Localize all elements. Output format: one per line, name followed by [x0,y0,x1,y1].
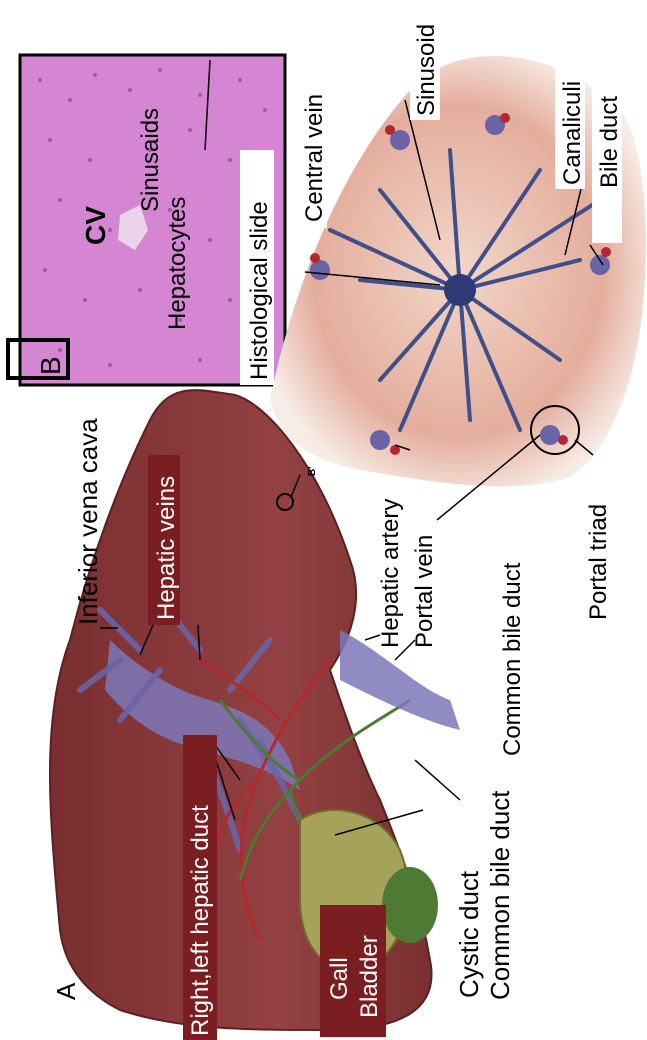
gall-bladder-label-line2: Bladder [356,935,383,1018]
central-vein-circle [444,274,476,306]
sinusoid-label: Sinusoid [413,24,440,116]
panel-a-label: A [51,982,81,1000]
bile-duct-label: Bile duct [596,96,623,188]
hepatocytes-label: Hepatocytes [164,197,191,330]
cystic-duct-label: Cystic duct [454,870,484,998]
inferior-vena-cava-label: Inferior vena cava [73,418,103,625]
gall-bladder-label-line1: Gall [326,957,353,1000]
central-vein-label: Central vein [301,94,328,222]
common-bile-duct-label-a: Common bile duct [485,790,515,1000]
liver-illustration [50,390,460,1030]
right-left-hepatic-duct-label: Right,left hepatic duct [187,805,214,1036]
hepatic-artery-label: Hepatic artery [377,499,404,648]
canaliculi-label: Canaliculi [559,81,586,185]
sinusaids-label: Sinusaids [137,108,164,212]
stomach-green-organ [382,867,438,943]
panel-b-label: B [35,356,66,375]
b-prime-label: B' [307,466,318,476]
common-bile-duct-label-b: Common bile duct [499,562,526,756]
histological-slide-label: Histological slide [246,201,273,380]
hepatic-veins-label: Hepatic veins [153,476,180,620]
portal-triad-label: Portal triad [585,504,612,620]
portal-vein-label: Portal vein [411,535,438,648]
cv-label: CV [80,206,111,245]
